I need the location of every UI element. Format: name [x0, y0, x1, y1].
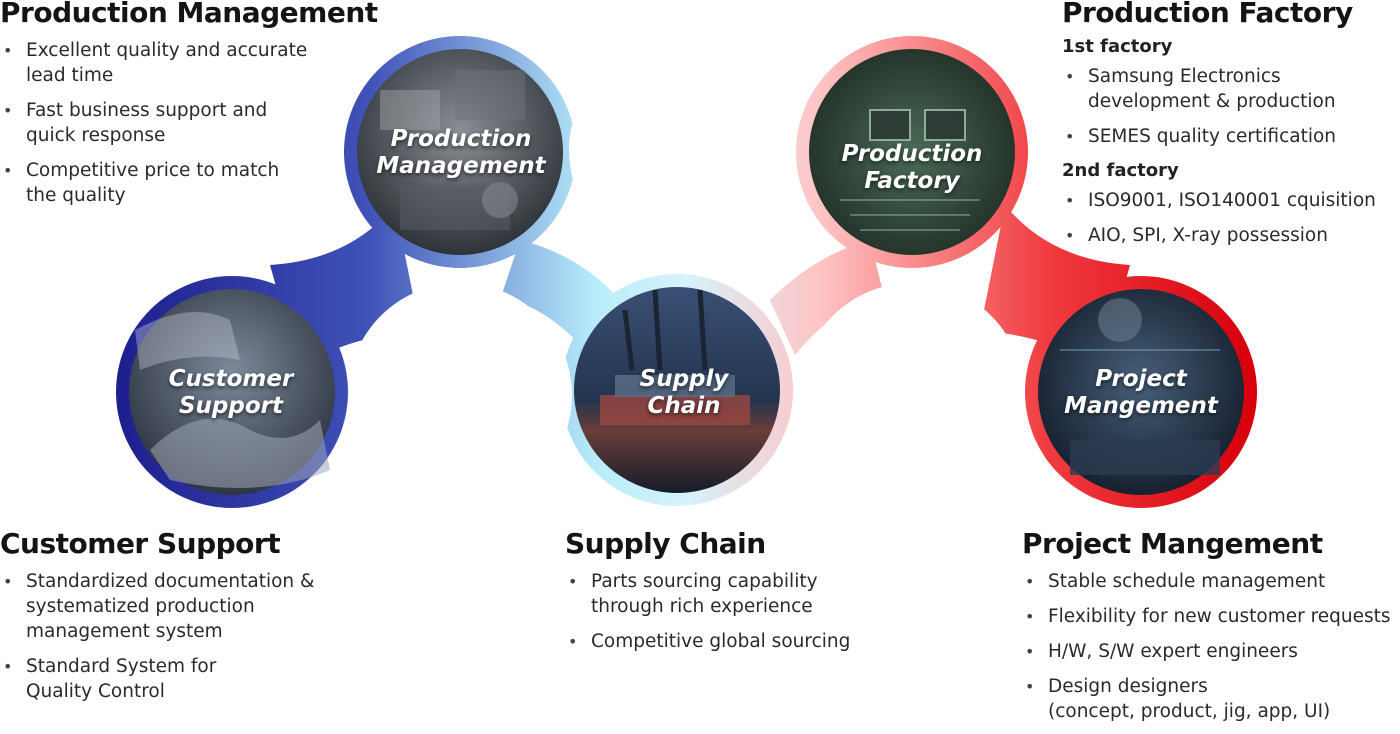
circle-production-management-photo	[357, 49, 563, 255]
production-factory-block: Production Factory 1st factory Samsung E…	[1062, 0, 1376, 258]
list-item: Design designers (concept, product, jig,…	[1022, 674, 1391, 724]
circle-project-management-photo	[1038, 289, 1244, 495]
list-item: Parts sourcing capability through rich e…	[565, 569, 850, 619]
list-item: Excellent quality and accurate lead time	[0, 38, 378, 88]
project-management-list: Stable schedule management Flexibility f…	[1022, 569, 1391, 724]
project-management-title: Project Mangement	[1022, 527, 1323, 560]
production-management-block: Production Management Excellent quality …	[0, 0, 378, 218]
first-factory-list: Samsung Electronics development & produc…	[1062, 64, 1376, 149]
list-item: Competitive global sourcing	[565, 629, 850, 654]
circle-supply-chain-photo	[574, 287, 780, 493]
list-item: Standard System for Quality Control	[0, 654, 314, 704]
band-cutouts	[348, 0, 1024, 507]
list-item: SEMES quality certification	[1062, 124, 1376, 149]
list-item: ISO9001, ISO140001 cquisition	[1062, 188, 1376, 213]
circle-label-supply-chain: Supply Chain	[639, 366, 729, 419]
list-item: AIO, SPI, X-ray possession	[1062, 223, 1376, 248]
first-factory-heading: 1st factory	[1062, 36, 1173, 57]
production-management-list: Excellent quality and accurate lead time…	[0, 38, 378, 208]
circle-customer-support-photo	[129, 289, 335, 495]
list-item: H/W, S/W expert engineers	[1022, 639, 1391, 664]
second-factory-list: ISO9001, ISO140001 cquisition AIO, SPI, …	[1062, 188, 1376, 248]
list-item: Standardized documentation & systematize…	[0, 569, 314, 644]
list-item: Flexibility for new customer requests	[1022, 604, 1391, 629]
supply-chain-list: Parts sourcing capability through rich e…	[565, 569, 850, 654]
circle-label-project-management: Project Mangement	[1064, 366, 1218, 419]
circle-label-production-management: Production Management	[376, 126, 546, 179]
second-factory-heading: 2nd factory	[1062, 160, 1179, 181]
list-item: Samsung Electronics development & produc…	[1062, 64, 1376, 114]
list-item: Stable schedule management	[1022, 569, 1391, 594]
production-factory-title: Production Factory	[1062, 0, 1353, 29]
list-item: Competitive price to match the quality	[0, 158, 378, 208]
supply-chain-block: Supply Chain Parts sourcing capability t…	[565, 527, 850, 664]
circle-label-customer-support: Customer Support	[168, 366, 294, 419]
customer-support-list: Standardized documentation & systematize…	[0, 569, 314, 704]
customer-support-title: Customer Support	[0, 527, 281, 560]
customer-support-block: Customer Support Standardized documentat…	[0, 527, 314, 714]
circle-label-production-factory: Production Factory	[841, 141, 983, 194]
supply-chain-title: Supply Chain	[565, 527, 766, 560]
project-management-block: Project Mangement Stable schedule manage…	[1022, 527, 1391, 734]
production-management-title: Production Management	[0, 0, 378, 29]
circle-production-factory-photo	[809, 49, 1015, 255]
list-item: Fast business support and quick response	[0, 98, 378, 148]
